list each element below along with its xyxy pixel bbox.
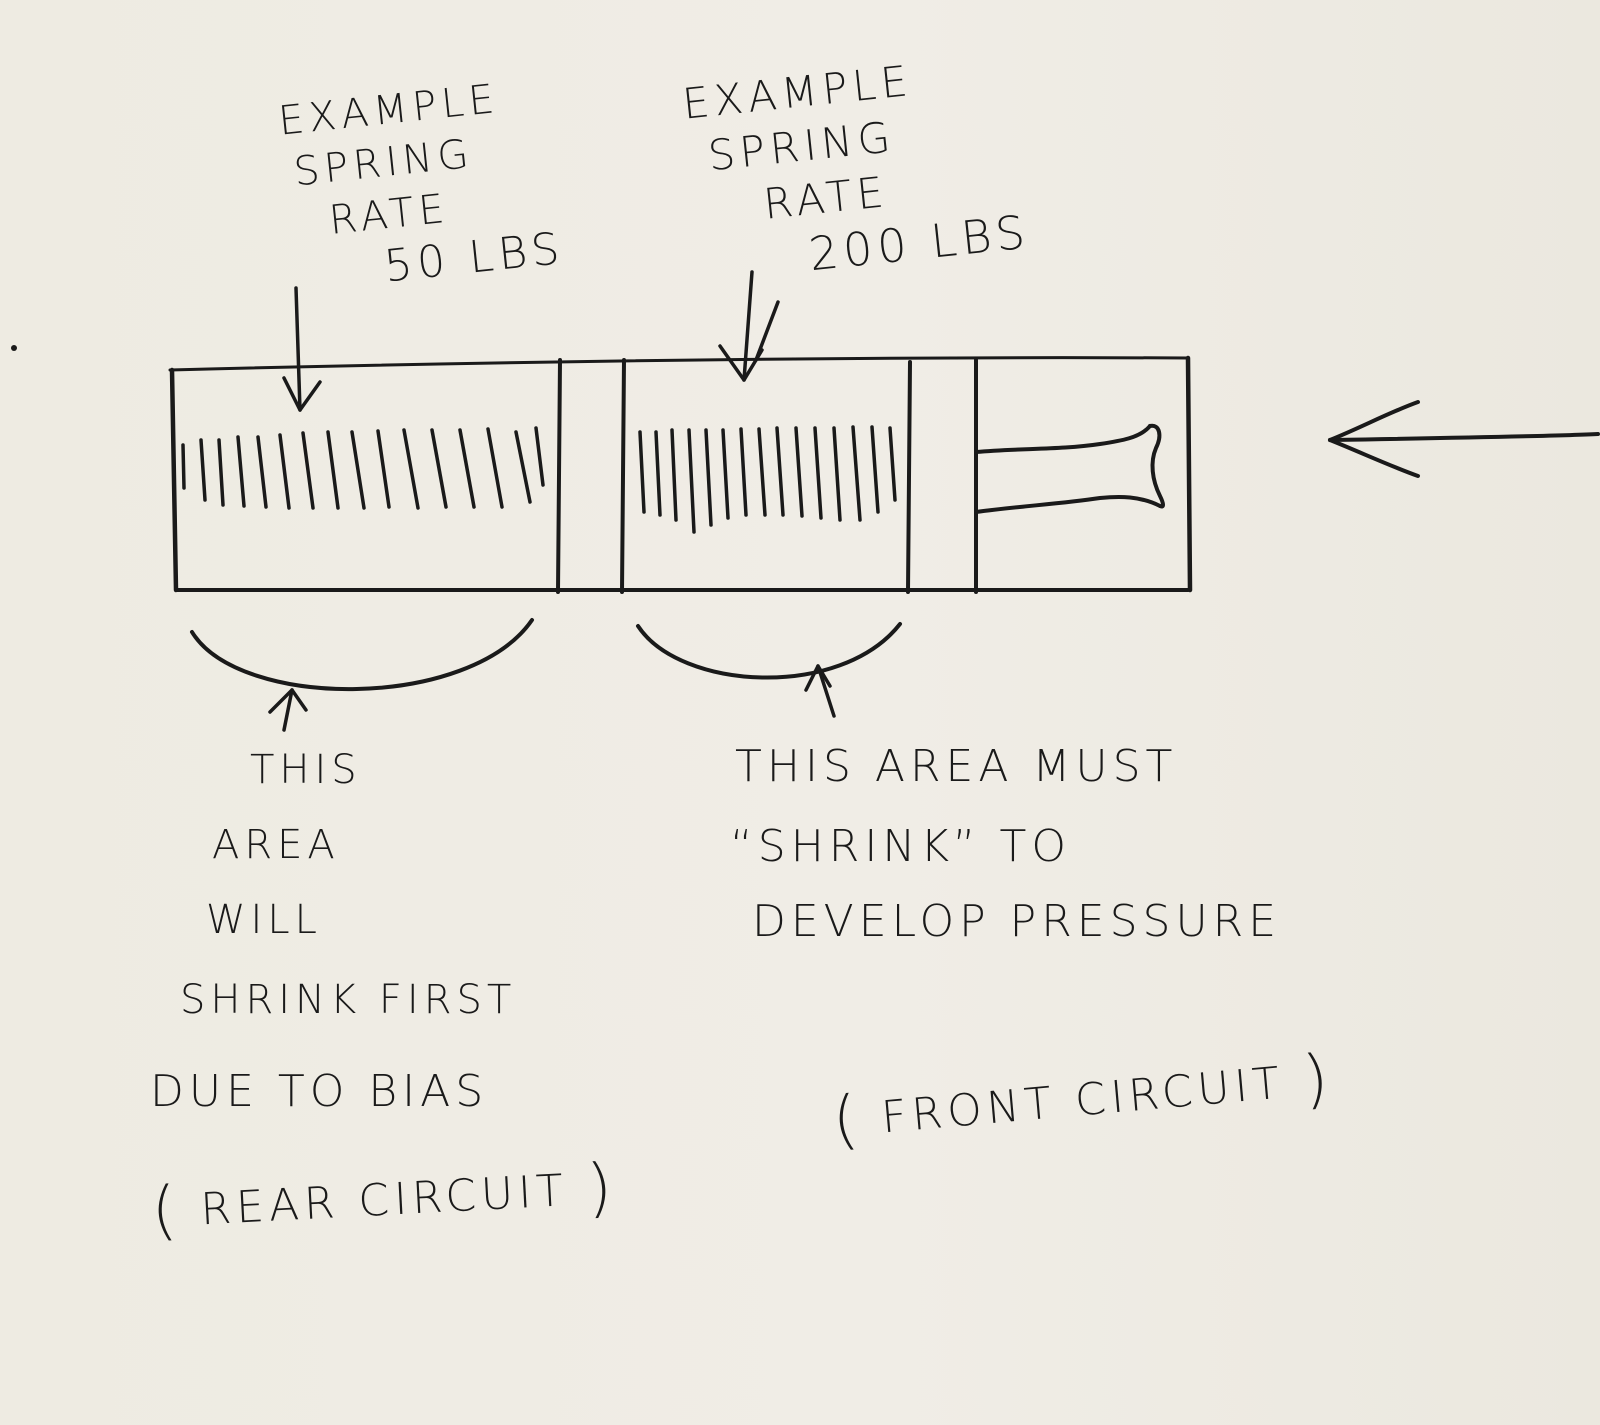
bracket-pointer-arrows — [268, 664, 836, 732]
front-circuit-close-paren: ) — [1299, 1041, 1337, 1118]
rear-spring-coils — [181, 426, 545, 510]
rear-area-note-line: AREA — [212, 822, 340, 868]
front-area-note-line: “SHRINK” TO — [730, 821, 1072, 872]
spring-label-arrows — [282, 270, 780, 412]
front-area-note-line: DEVELOP PRESSURE — [752, 896, 1282, 947]
rear-area-note-line: WILL — [206, 897, 322, 943]
input-force-arrow — [1328, 400, 1600, 478]
rear-circuit-close-paren: ) — [585, 1150, 619, 1227]
section-dividers — [556, 358, 978, 594]
front-spring-coils — [638, 425, 897, 534]
ink-dot — [11, 345, 17, 351]
piston-element — [974, 423, 1165, 514]
front-area-note-line: THIS AREA MUST — [735, 741, 1178, 792]
area-brackets — [190, 618, 902, 692]
rear-circuit-open-paren: ( — [149, 1173, 184, 1249]
rear-spring-rate-label: EXAMPLE SPRING RATE 50 LBS — [276, 68, 567, 303]
rear-area-note-line: DUE TO BIAS — [150, 1066, 489, 1117]
rear-circuit-text: REAR CIRCUIT — [199, 1165, 570, 1236]
rear-area-note-line: SHRINK FIRST — [180, 977, 517, 1023]
rear-area-note-line: THIS — [250, 747, 362, 793]
front-spring-rate-label: EXAMPLE SPRING RATE 200 LBS — [680, 43, 1032, 292]
front-circuit-open-paren: ( — [829, 1082, 866, 1159]
cylinder-body — [168, 355, 1193, 593]
